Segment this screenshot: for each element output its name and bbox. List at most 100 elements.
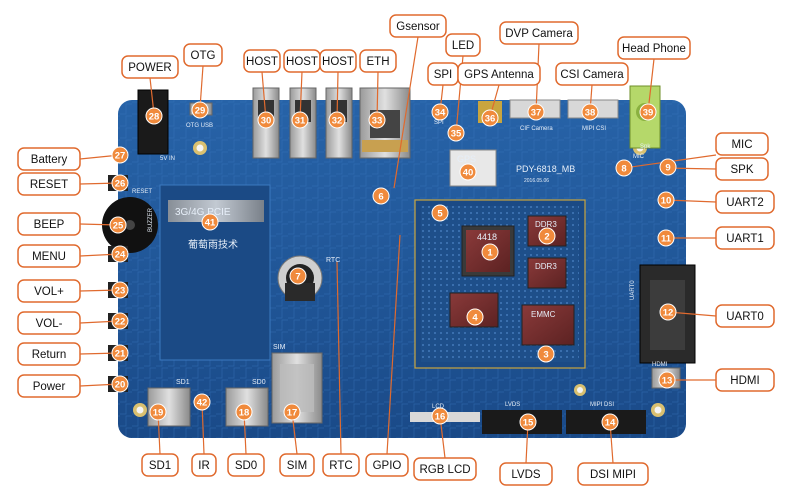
- marker-number: 27: [115, 150, 126, 161]
- callout-box: [243, 49, 281, 73]
- callout-label-volm: VOL-: [36, 318, 63, 330]
- mipi-csi-silk: MIPI CSI: [582, 126, 606, 132]
- brand-silk: 葡萄雨技术: [188, 238, 238, 251]
- marker-number: 42: [197, 397, 208, 408]
- number-marker-22: 22: [111, 312, 129, 330]
- callout-box: [445, 33, 481, 57]
- reset-silk: RESET: [132, 189, 152, 195]
- marker-circle: [289, 267, 307, 285]
- callout-box: [365, 453, 409, 477]
- callout-otg: OTG: [183, 43, 223, 67]
- number-marker-26: 26: [111, 174, 129, 192]
- marker-circle: [659, 303, 677, 321]
- callout-label-lvds: LVDS: [511, 469, 541, 481]
- spk-silk: Spk: [640, 144, 651, 150]
- marker-number: 12: [663, 307, 674, 318]
- marker-number: 23: [115, 285, 126, 296]
- marker-circle: [111, 245, 129, 263]
- marker-number: 14: [605, 417, 616, 428]
- number-marker-25: 25: [109, 216, 127, 234]
- marker-circle: [431, 204, 449, 222]
- callout-power: POWER: [121, 55, 179, 79]
- callout-label-return: Return: [32, 349, 67, 361]
- marker-number: 6: [378, 191, 383, 202]
- marker-number: 22: [115, 316, 126, 327]
- marker-circle: [372, 187, 390, 205]
- callout-led: LED: [445, 33, 481, 57]
- callout-menu: MENU: [17, 244, 81, 268]
- gps-silk: GPS: [457, 154, 476, 164]
- marker-number: 13: [662, 375, 673, 386]
- callout-box: [457, 62, 541, 86]
- marker-circle: [191, 101, 209, 119]
- marker-circle: [657, 191, 675, 209]
- marker-number: 15: [523, 417, 534, 428]
- number-marker-9: 9: [659, 158, 677, 176]
- callout-label-ir: IR: [198, 460, 210, 472]
- number-marker-35: 35: [447, 124, 465, 142]
- number-marker-7: 7: [289, 267, 307, 285]
- callout-label-otg: OTG: [191, 50, 216, 62]
- callout-label-host3: HOST: [322, 56, 354, 68]
- number-marker-19: 19: [149, 403, 167, 421]
- marker-circle: [111, 344, 129, 362]
- bottom-connectors: LVDS MIPI DSI LCD: [410, 402, 646, 434]
- marker-circle: [257, 111, 275, 129]
- callout-box: [17, 244, 81, 268]
- ddr3-b-silk: DDR3: [535, 262, 557, 271]
- callout-box: [715, 368, 775, 392]
- callout-label-uart0: UART0: [726, 311, 764, 323]
- callout-box: [17, 342, 81, 366]
- marker-circle: [537, 345, 555, 363]
- marker-number: 40: [463, 167, 474, 178]
- number-marker-8: 8: [615, 159, 633, 177]
- callout-host2: HOST: [283, 49, 321, 73]
- marker-circle: [111, 281, 129, 299]
- marker-number: 26: [115, 178, 126, 189]
- callout-sd0: SD0: [227, 453, 265, 477]
- number-marker-41: 41: [201, 213, 219, 231]
- callout-label-spk: SPK: [730, 164, 753, 176]
- callout-label-sim: SIM: [287, 460, 307, 472]
- marker-circle: [459, 163, 477, 181]
- marker-circle: [657, 229, 675, 247]
- lcd-silk: LCD: [432, 404, 445, 410]
- callout-gpio: GPIO: [365, 453, 409, 477]
- callout-box: [715, 304, 775, 328]
- leader-line-rtc: [336, 261, 342, 455]
- callout-label-gps-antenna: GPS Antenna: [464, 69, 534, 81]
- pwr-silk: 5V IN: [160, 156, 175, 162]
- callout-label-head-phone: Head Phone: [622, 43, 686, 55]
- callout-volp: VOL+: [17, 279, 81, 303]
- number-marker-1: 1: [481, 243, 499, 261]
- marker-circle: [466, 308, 484, 326]
- callout-label-reset: RESET: [30, 179, 68, 191]
- callout-beep: BEEP: [17, 212, 81, 236]
- callout-box: [499, 462, 553, 486]
- callout-label-gpio: GPIO: [373, 460, 402, 472]
- callout-box: [715, 157, 769, 181]
- number-marker-37: 37: [527, 103, 545, 121]
- number-marker-5: 5: [431, 204, 449, 222]
- marker-circle: [111, 174, 129, 192]
- marker-number: 1: [487, 247, 493, 258]
- number-marker-13: 13: [658, 371, 676, 389]
- callout-spk: SPK: [715, 157, 769, 181]
- callout-mic: MIC: [715, 132, 769, 156]
- pcie-slot: 3G/4G PCIE 葡萄雨技术: [159, 184, 271, 361]
- leader-line-gpio: [386, 234, 401, 455]
- callout-label-led: LED: [452, 40, 474, 52]
- callout-label-uart1: UART1: [726, 233, 764, 245]
- callout-box: [617, 36, 691, 60]
- marker-number: 41: [205, 217, 216, 228]
- callout-label-uart2: UART2: [726, 197, 764, 209]
- callout-box: [191, 453, 217, 477]
- marker-number: 38: [585, 107, 596, 118]
- number-marker-40: 40: [459, 163, 477, 181]
- callout-rtc: RTC: [322, 453, 360, 477]
- date-silk: 2016.05.06: [524, 178, 549, 184]
- marker-number: 7: [295, 271, 300, 282]
- callout-box: [319, 49, 357, 73]
- marker-number: 10: [661, 195, 672, 206]
- callout-box: [413, 457, 477, 481]
